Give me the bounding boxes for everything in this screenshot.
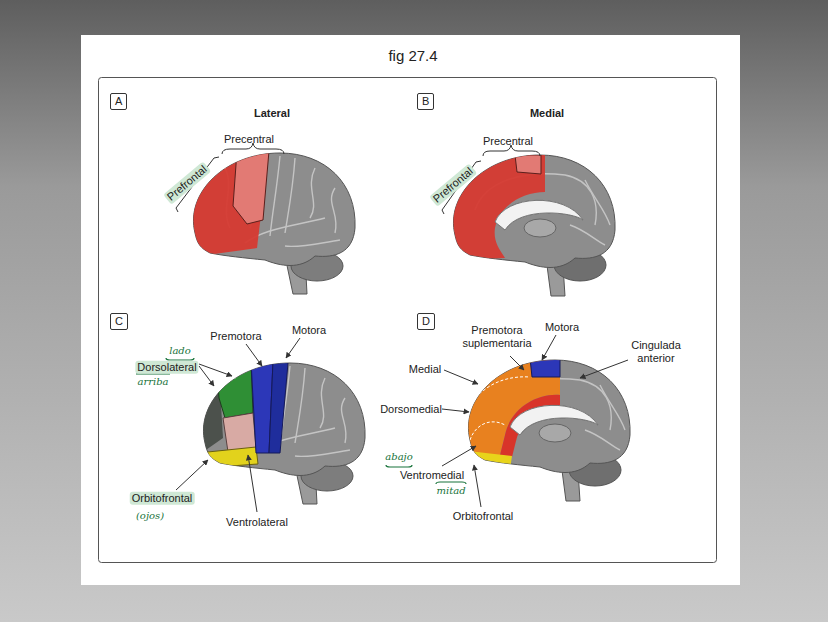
figure-title: fig 27.4 bbox=[388, 47, 437, 64]
region-label: Premotora suplementaria bbox=[450, 324, 545, 349]
region-label: Motora bbox=[292, 324, 326, 337]
region-label: Dorsolateral bbox=[135, 361, 198, 374]
region-label: Dorsomedial bbox=[380, 403, 442, 416]
panel-letter: B bbox=[422, 95, 429, 107]
region-label: Prefrontal bbox=[429, 164, 477, 207]
region-label: Prefrontal bbox=[163, 162, 211, 205]
region-label: Medial bbox=[409, 363, 441, 376]
view-title: Medial bbox=[530, 107, 564, 120]
region-label: Premotora bbox=[210, 330, 261, 343]
region-label: Ventromedial bbox=[400, 469, 464, 482]
region-label: Motora bbox=[545, 321, 579, 334]
handwritten-note: (ojos) bbox=[136, 510, 164, 522]
panel-letter-box: A bbox=[110, 93, 127, 110]
panel-letter-box: C bbox=[110, 313, 128, 330]
panel-letter: D bbox=[422, 315, 430, 327]
handwritten-note: abajo bbox=[385, 451, 412, 463]
handwritten-note: arriba bbox=[137, 376, 168, 388]
panel-letter: C bbox=[115, 315, 123, 327]
region-label: Cingulada anterior bbox=[619, 339, 694, 364]
region-label: Ventrolateral bbox=[226, 516, 288, 529]
region-label: Orbitofrontal bbox=[130, 492, 195, 505]
handwritten-note: mitad bbox=[436, 485, 465, 497]
panel-letter: A bbox=[115, 95, 122, 107]
region-label: Precentral bbox=[483, 135, 533, 148]
panel-letter-box: B bbox=[417, 93, 434, 110]
region-label: Orbitofrontal bbox=[453, 510, 514, 523]
handwritten-note: lado bbox=[169, 345, 191, 357]
region-label: Precentral bbox=[224, 133, 274, 146]
panel-letter-box: D bbox=[417, 313, 435, 330]
view-title: Lateral bbox=[254, 107, 290, 120]
